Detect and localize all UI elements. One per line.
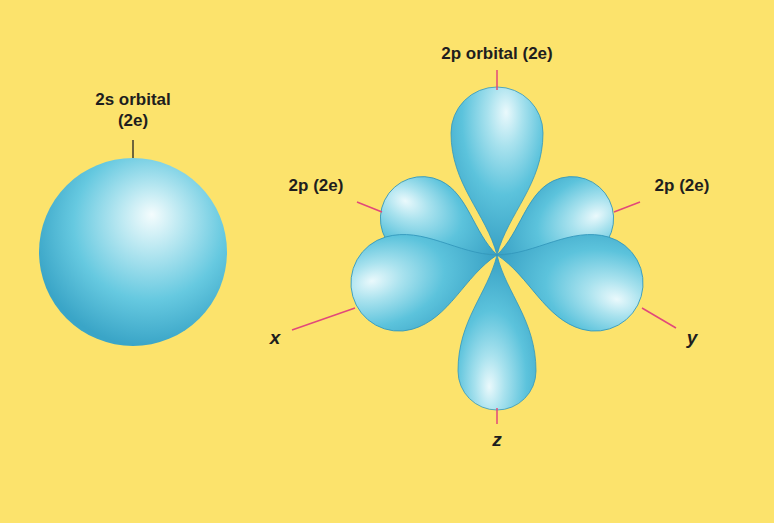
axis-label: x xyxy=(270,326,281,350)
s-orbital-sphere xyxy=(39,158,227,346)
axis-leaders xyxy=(292,70,676,424)
axis-line xyxy=(292,308,355,330)
orbital-label: 2s orbital (2e) xyxy=(83,89,183,132)
orbital-label: 2p (2e) xyxy=(655,175,710,196)
leader-line xyxy=(614,202,640,212)
axis-label: z xyxy=(492,428,502,452)
orbital-label: 2p (2e) xyxy=(289,175,344,196)
orbital-label: 2p orbital (2e) xyxy=(441,43,552,64)
axis-label: y xyxy=(687,326,698,350)
axis-line xyxy=(642,308,676,328)
leader-line xyxy=(357,202,382,212)
leader-line xyxy=(496,70,498,90)
p-orbital-lobes xyxy=(340,87,655,410)
leader-line xyxy=(132,140,133,158)
p-orbital-lobe xyxy=(458,255,536,410)
p-orbital-lobe xyxy=(451,87,543,255)
axis-line xyxy=(496,408,498,424)
